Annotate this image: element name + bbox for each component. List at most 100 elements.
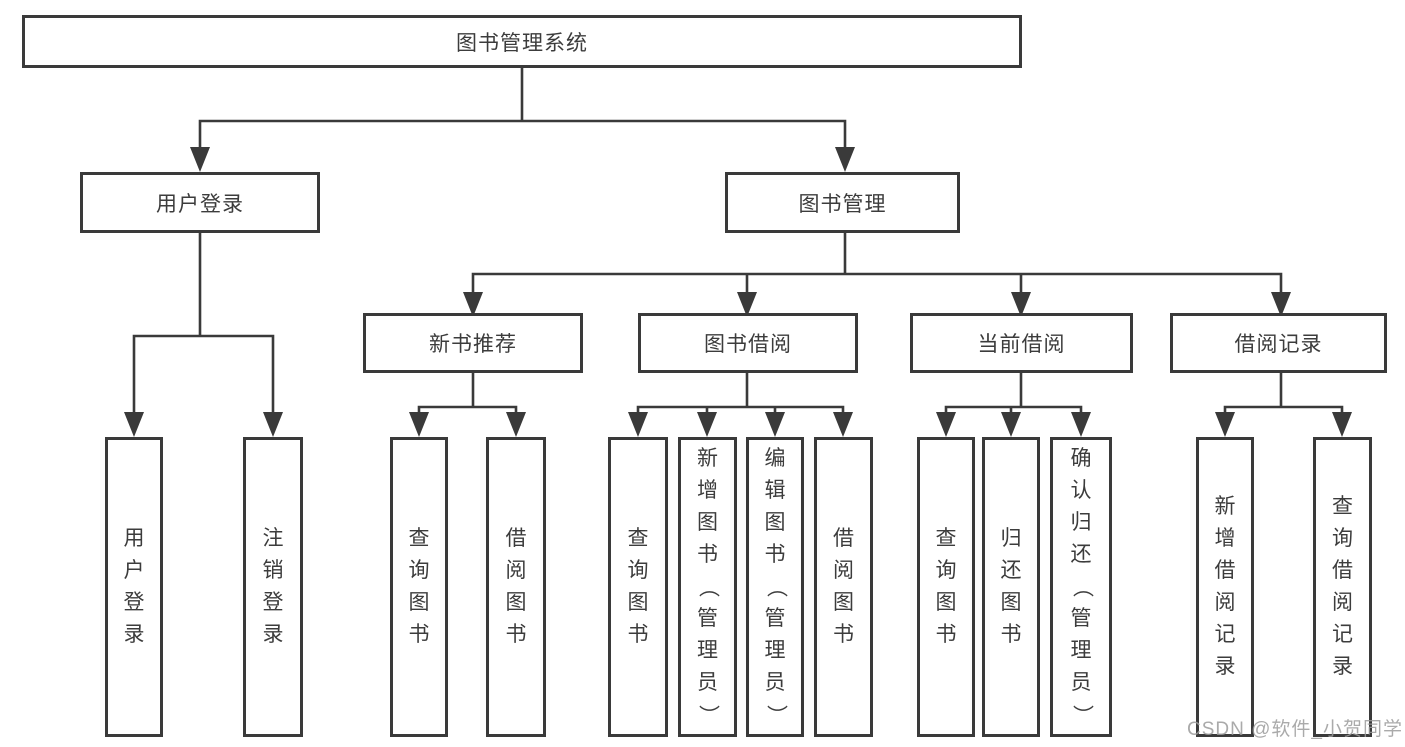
node-book-management: 图书管理 xyxy=(725,172,960,233)
node-current-borrowing: 当前借阅 xyxy=(910,313,1133,373)
vertical-char: 录 xyxy=(123,623,145,646)
vertical-char: 录 xyxy=(262,623,284,646)
vertical-char: （ xyxy=(1070,576,1093,598)
arrow-down-icon xyxy=(409,412,429,437)
node-new-book-recommend: 新书推荐 xyxy=(363,313,583,373)
arrow-down-icon xyxy=(765,412,785,437)
node-user-login: 用户登录 xyxy=(80,172,320,233)
node-leaf-confirm-return-admin: 确认归还（管理员） xyxy=(1050,437,1112,737)
arrow-down-icon xyxy=(936,412,956,437)
vertical-char: 图 xyxy=(764,511,786,534)
arrow-down-icon xyxy=(628,412,648,437)
node-leaf-query-books-2: 查询图书 xyxy=(608,437,668,737)
arrow-down-icon xyxy=(1011,292,1031,317)
vertical-char: 书 xyxy=(505,623,527,646)
connector-line xyxy=(471,272,1283,294)
vertical-char: 员 xyxy=(764,671,786,694)
vertical-char: 还 xyxy=(1070,543,1092,566)
vertical-char: ） xyxy=(696,704,720,726)
node-leaf-add-borrow-record: 新增借阅记录 xyxy=(1196,437,1254,737)
vertical-char: 归 xyxy=(1070,511,1092,534)
vertical-char: 录 xyxy=(1214,655,1236,678)
vertical-char: 记 xyxy=(1214,623,1236,646)
arrow-down-icon xyxy=(1332,412,1352,437)
vertical-char: 借 xyxy=(1214,559,1236,582)
node-borrowing-records: 借阅记录 xyxy=(1170,313,1387,373)
node-leaf-borrow-books-2: 借阅图书 xyxy=(814,437,873,737)
vertical-char: 管 xyxy=(764,607,786,630)
vertical-char: 员 xyxy=(1070,671,1092,694)
arrow-down-icon xyxy=(463,292,483,317)
arrow-down-icon xyxy=(1271,292,1291,317)
node-leaf-return-books: 归还图书 xyxy=(982,437,1040,737)
node-leaf-borrow-books-1: 借阅图书 xyxy=(486,437,546,737)
arrow-down-icon xyxy=(835,147,855,172)
vertical-char: 理 xyxy=(764,639,786,662)
arrow-down-icon xyxy=(190,147,210,172)
arrow-down-icon xyxy=(1071,412,1091,437)
vertical-char: 书 xyxy=(408,623,430,646)
arrow-down-icon xyxy=(697,412,717,437)
vertical-char: 确 xyxy=(1070,447,1092,470)
arrow-down-icon xyxy=(1001,412,1021,437)
vertical-char: 图 xyxy=(505,591,527,614)
node-system: 图书管理系统 xyxy=(22,15,1022,68)
arrow-down-icon xyxy=(263,412,283,437)
arrow-down-icon xyxy=(833,412,853,437)
node-leaf-logout: 注销登录 xyxy=(243,437,303,737)
vertical-char: 查 xyxy=(935,527,957,550)
arrow-down-icon xyxy=(1215,412,1235,437)
vertical-char: 询 xyxy=(1332,527,1353,550)
vertical-char: 登 xyxy=(262,591,284,614)
vertical-char: （ xyxy=(696,576,720,598)
vertical-char: 图 xyxy=(935,591,957,614)
vertical-char: 图 xyxy=(697,511,718,534)
arrow-down-icon xyxy=(124,412,144,437)
vertical-char: 注 xyxy=(262,527,284,550)
vertical-char: 查 xyxy=(1332,495,1353,518)
vertical-char: 编 xyxy=(764,447,786,470)
vertical-char: 管 xyxy=(1070,607,1092,630)
connector-line xyxy=(198,119,847,150)
vertical-char: 书 xyxy=(935,623,957,646)
vertical-char: 书 xyxy=(764,543,786,566)
vertical-char: （ xyxy=(764,576,787,598)
vertical-char: 员 xyxy=(697,671,718,694)
vertical-char: 用 xyxy=(123,527,145,550)
node-leaf-query-books-3: 查询图书 xyxy=(917,437,975,737)
connector-line xyxy=(417,405,518,416)
connector-line xyxy=(1223,405,1344,416)
vertical-char: 图 xyxy=(627,591,649,614)
connector-line xyxy=(132,334,275,415)
vertical-char: 查 xyxy=(627,527,649,550)
vertical-char: 借 xyxy=(1332,559,1353,582)
vertical-char: 询 xyxy=(408,559,430,582)
csdn-watermark: CSDN @软件_小贺同学 xyxy=(1187,719,1403,740)
vertical-char: 新 xyxy=(697,447,718,470)
vertical-char: 登 xyxy=(123,591,145,614)
vertical-char: 图 xyxy=(408,591,430,614)
connector-lines xyxy=(132,68,1344,416)
vertical-char: ） xyxy=(764,704,787,726)
vertical-char: 阅 xyxy=(1332,591,1353,614)
vertical-char: 理 xyxy=(1070,639,1092,662)
vertical-char: 图 xyxy=(1000,591,1022,614)
node-leaf-edit-books-admin: 编辑图书 （ 管理员 ） xyxy=(746,437,804,737)
vertical-char: 增 xyxy=(697,479,718,502)
vertical-char: 记 xyxy=(1332,623,1353,646)
vertical-char: 阅 xyxy=(505,559,527,582)
node-leaf-query-books-1: 查询图书 xyxy=(390,437,448,737)
connector-line xyxy=(944,405,1083,416)
vertical-char: ） xyxy=(1070,704,1093,726)
vertical-char: 还 xyxy=(1000,559,1022,582)
vertical-char: 询 xyxy=(935,559,957,582)
vertical-char: 书 xyxy=(1000,623,1022,646)
vertical-char: 辑 xyxy=(764,479,786,502)
vertical-char: 书 xyxy=(833,623,854,646)
vertical-char: 户 xyxy=(123,559,145,582)
arrow-down-icon xyxy=(506,412,526,437)
vertical-char: 阅 xyxy=(1214,591,1236,614)
vertical-char: 书 xyxy=(697,543,718,566)
node-leaf-query-borrow-record: 查询借阅记录 xyxy=(1313,437,1372,737)
